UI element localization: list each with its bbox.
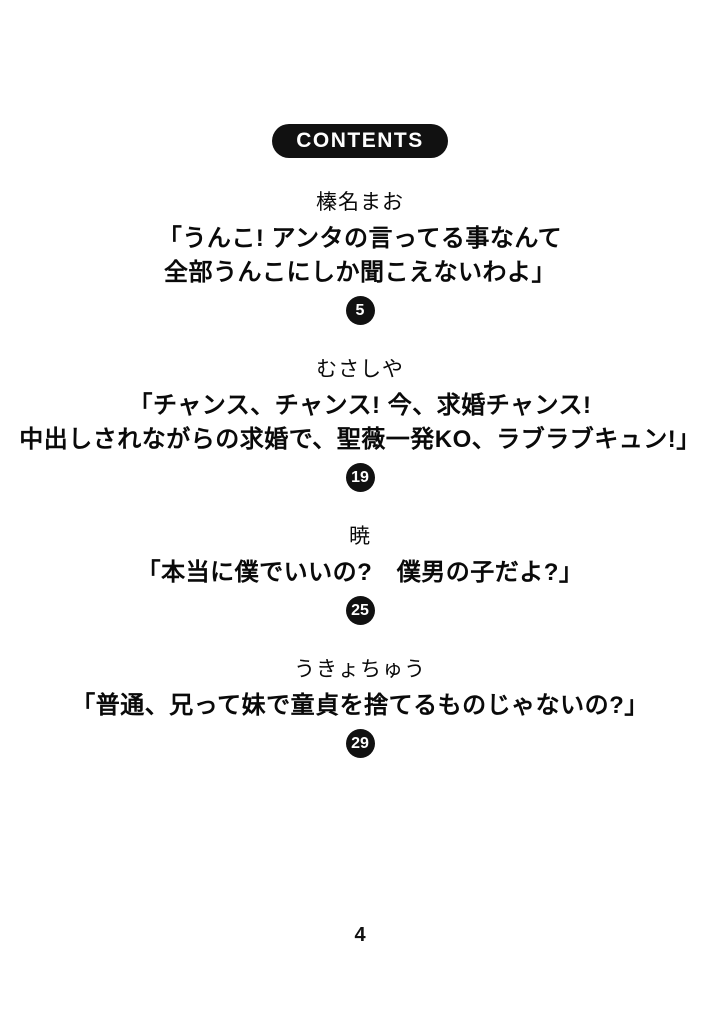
toc-entries: 榛名まお 「うんこ! アンタの言ってる事なんて 全部うんこにしか聞こえないわよ」…	[0, 191, 720, 759]
entry-author: うきょちゅう	[294, 658, 426, 682]
entry-title: 「うんこ! アンタの言ってる事なんて 全部うんこにしか聞こえないわよ」	[0, 222, 720, 290]
entry-title: 「チャンス、チャンス! 今、求婚チャンス! 中出しされながらの求婚で、聖薇一発K…	[0, 389, 720, 457]
entry-title-line: 「うんこ! アンタの言ってる事なんて	[157, 225, 563, 253]
entry-author: 榛名まお	[316, 191, 404, 214]
toc-entry: 暁 「本当に僕でいいの? 僕男の子だよ?」 25	[0, 525, 720, 626]
page-number-badge: 25	[345, 596, 375, 626]
page-number-badge: 5	[345, 296, 375, 326]
entry-title-line: 「普通、兄って妹で童貞を捨てるものじゃないの?」	[71, 692, 649, 720]
page-number-badge: 19	[345, 463, 375, 493]
entry-title: 「本当に僕でいいの? 僕男の子だよ?」	[0, 556, 720, 590]
entry-title-line: 「チャンス、チャンス! 今、求婚チャンス!	[128, 392, 592, 420]
page-number: 29	[351, 734, 369, 752]
toc-entry: むさしや 「チャンス、チャンス! 今、求婚チャンス! 中出しされながらの求婚で、…	[0, 358, 720, 493]
toc-header: CONTENTS	[0, 0, 720, 158]
toc-entry: うきょちゅう 「普通、兄って妹で童貞を捨てるものじゃないの?」 29	[0, 658, 720, 759]
entry-title-line: 「本当に僕でいいの? 僕男の子だよ?」	[136, 559, 584, 587]
page-number-badge: 29	[345, 729, 375, 759]
entry-title: 「普通、兄って妹で童貞を捨てるものじゃないの?」	[0, 689, 720, 723]
page-number: 25	[351, 601, 369, 619]
page-number: 5	[355, 301, 365, 319]
contents-title-pill: CONTENTS	[272, 124, 448, 158]
toc-entry: 榛名まお 「うんこ! アンタの言ってる事なんて 全部うんこにしか聞こえないわよ」…	[0, 191, 720, 326]
entry-author: むさしや	[316, 358, 404, 382]
page-number: 19	[351, 468, 369, 486]
page-folio: 4	[0, 924, 720, 947]
folio-number: 4	[354, 924, 366, 946]
entry-author: 暁	[349, 525, 371, 549]
entry-title-line: 中出しされながらの求婚で、聖薇一発KO、ラブラブキュン!」	[19, 426, 701, 454]
entry-title-line: 全部うんこにしか聞こえないわよ」	[164, 259, 556, 287]
